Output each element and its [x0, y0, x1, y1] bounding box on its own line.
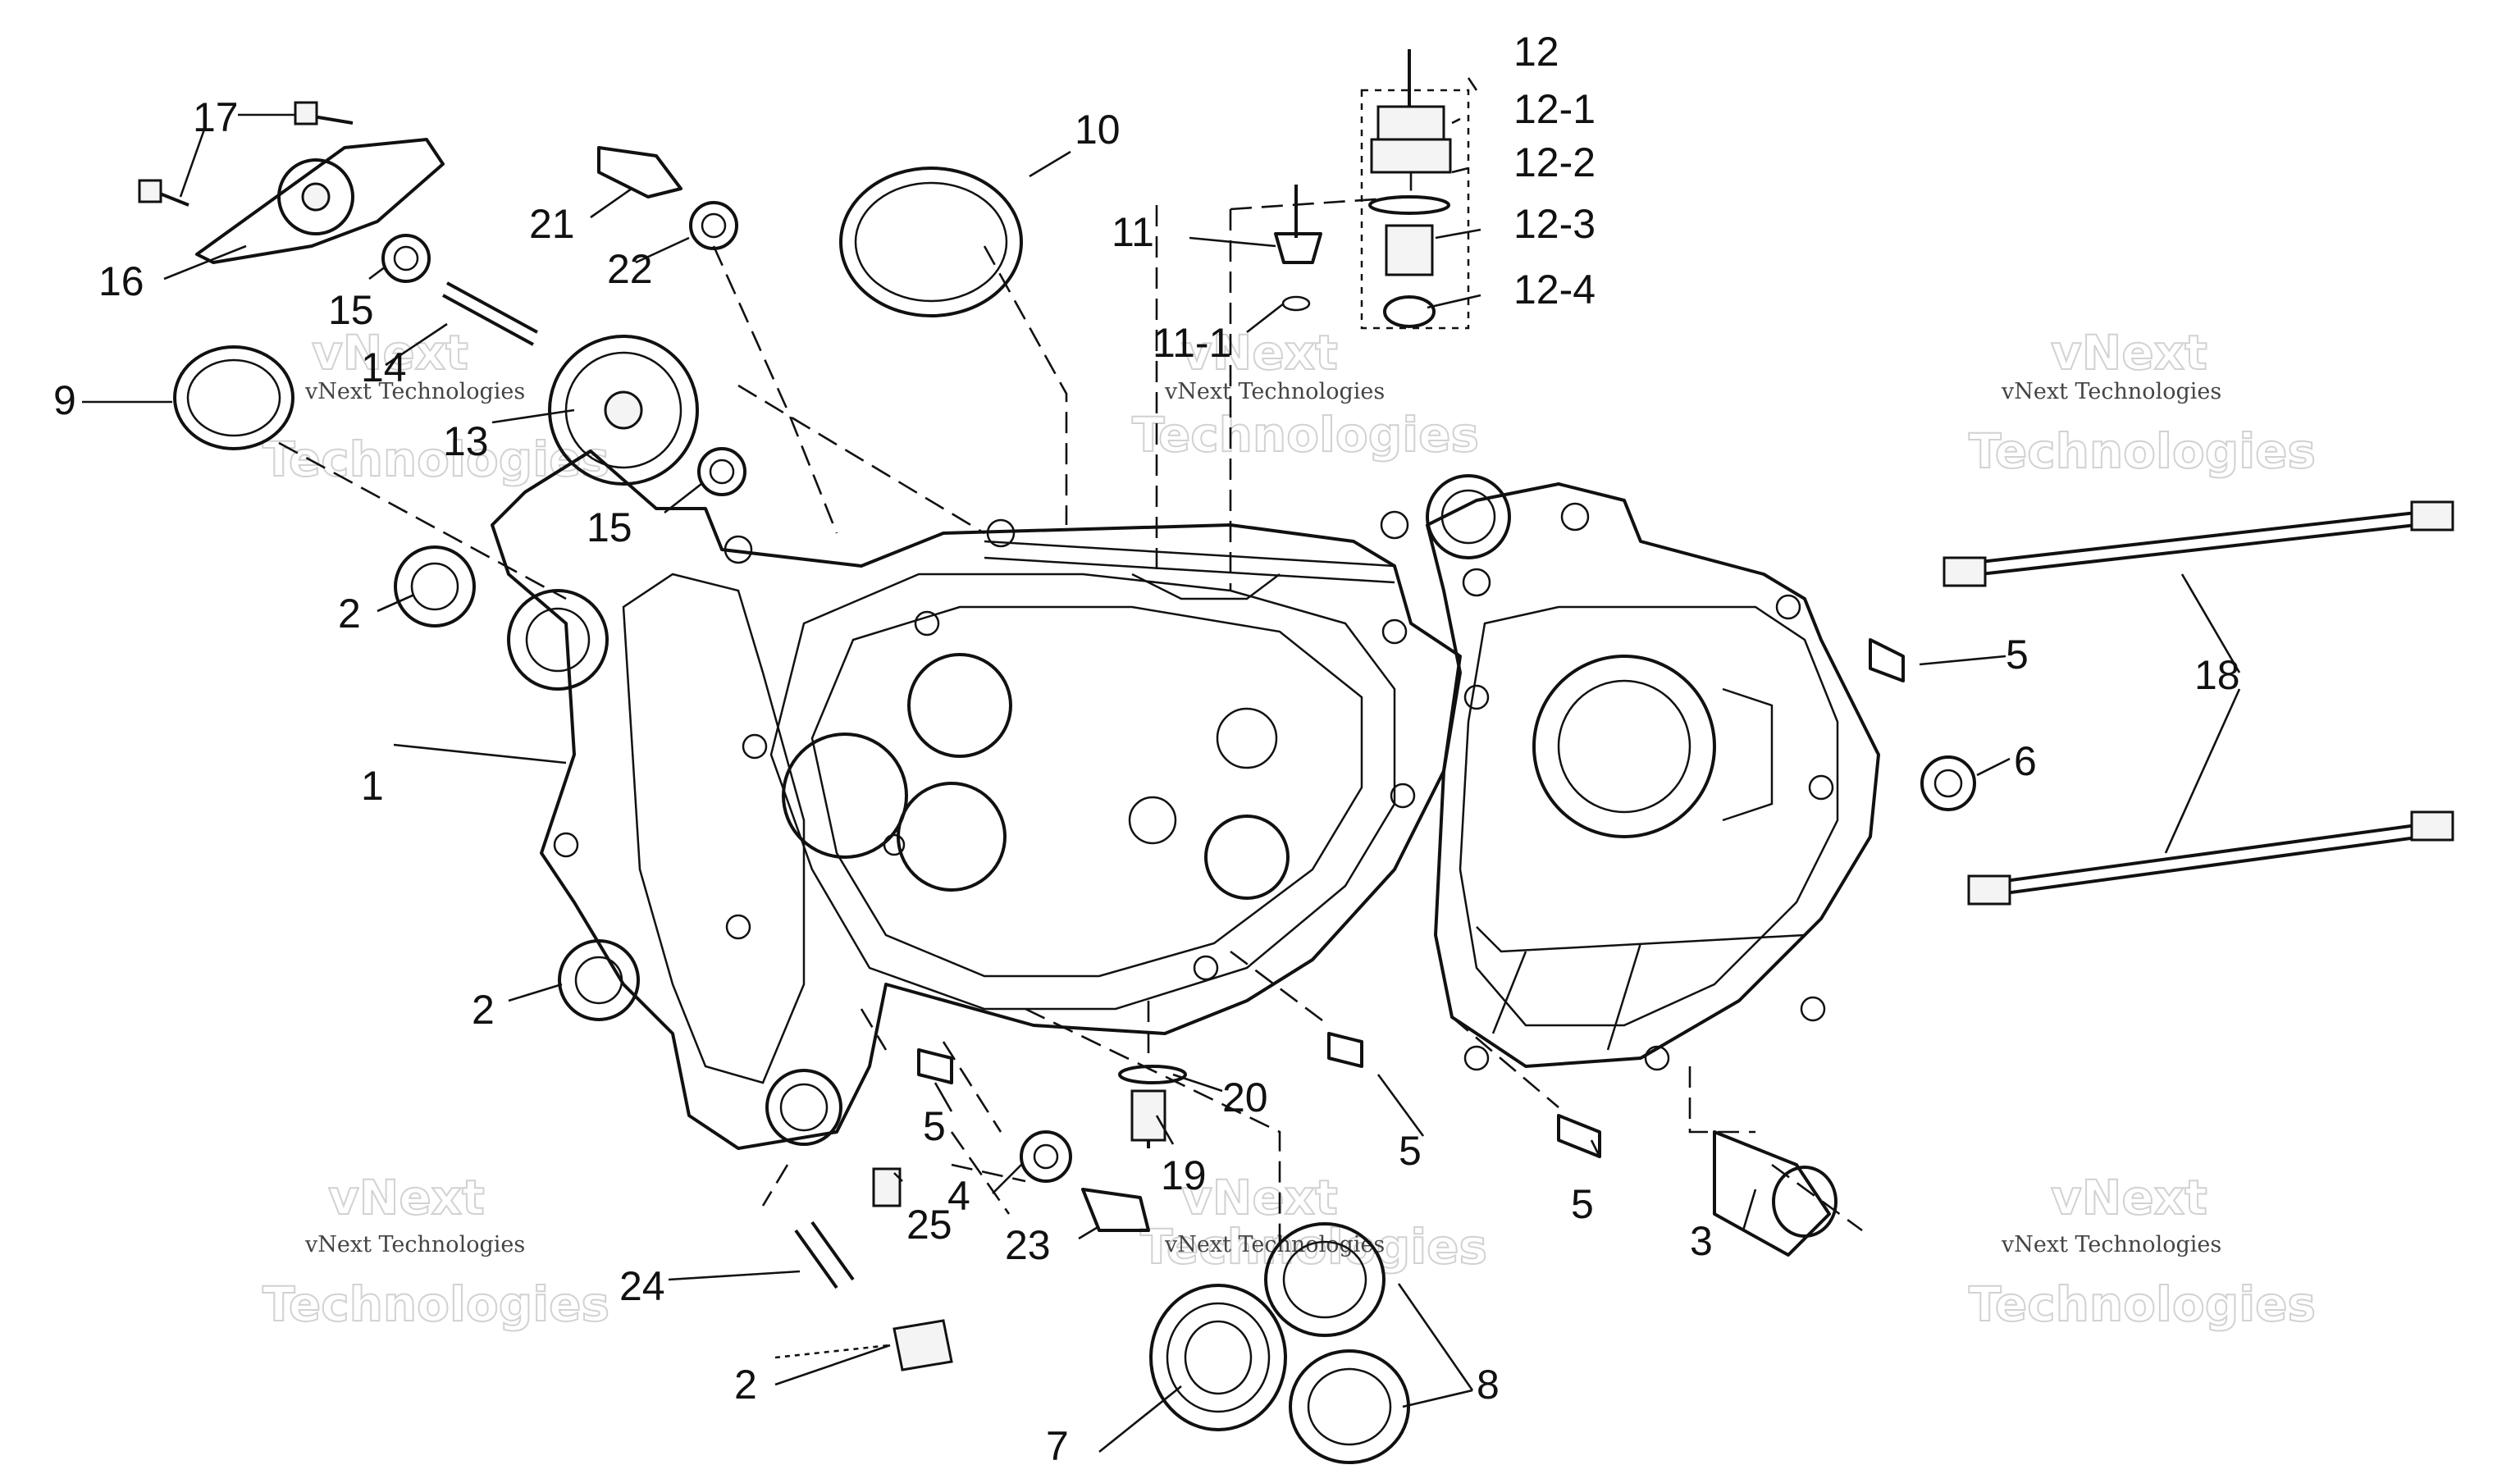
callout-24: 24 — [619, 1263, 665, 1309]
callout-3: 3 — [1690, 1218, 1713, 1264]
seal-2-mid — [558, 939, 640, 1021]
callout-25: 25 — [906, 1202, 952, 1248]
gasket-20 — [1118, 1065, 1187, 1084]
svg-text:vNext: vNext — [2051, 1170, 2207, 1225]
svg-text:vNext: vNext — [312, 325, 468, 381]
watermark-top-center: vNext Technologies vNext Technologies — [1131, 324, 1480, 463]
svg-text:Technologies: Technologies — [1140, 1219, 1487, 1275]
callout-2-bottom: 2 — [734, 1362, 757, 1408]
callout-7: 7 — [1046, 1423, 1069, 1469]
pin-5a — [1869, 638, 1905, 682]
shaft-14 — [442, 281, 538, 346]
callout-6: 6 — [2014, 738, 2037, 784]
callout-21: 21 — [529, 201, 575, 247]
seal-8b — [1289, 1349, 1410, 1464]
sensor-23 — [1081, 1188, 1150, 1232]
pin-5d — [1557, 1114, 1601, 1158]
callout-14: 14 — [361, 345, 407, 390]
callout-8: 8 — [1477, 1362, 1500, 1408]
callout-17: 17 — [193, 94, 239, 140]
callout-13: 13 — [443, 418, 489, 464]
svg-text:vNext: vNext — [328, 1170, 485, 1225]
svg-text:vNext Technologies: vNext Technologies — [1164, 379, 1385, 404]
washer-22 — [689, 201, 738, 250]
seal-2-top — [394, 545, 476, 627]
callout-10: 10 — [1075, 107, 1121, 153]
bracket-16 — [195, 138, 445, 264]
pin-5b — [917, 1048, 953, 1084]
washer-15b — [697, 447, 746, 496]
callout-5-left: 5 — [923, 1103, 946, 1149]
callout-15-top: 15 — [328, 287, 374, 333]
washer-15a — [381, 234, 431, 283]
svg-text:vNext Technologies: vNext Technologies — [304, 379, 525, 404]
stud-bolt-18-upper — [1942, 500, 2454, 587]
callout-12-4: 12-4 — [1513, 267, 1596, 313]
callout-19: 19 — [1161, 1152, 1207, 1198]
svg-text:vNext Technologies: vNext Technologies — [2001, 379, 2221, 404]
callout-2-top: 2 — [338, 591, 361, 637]
svg-text:vNext Technologies: vNext Technologies — [2001, 1232, 2221, 1257]
leader-lines — [82, 77, 2241, 1453]
sensor-21 — [597, 146, 682, 199]
callout-12-1: 12-1 — [1513, 86, 1596, 132]
callout-11-1: 11-1 — [1153, 320, 1231, 366]
watermark-bottom-right: vNext Technologies vNext Technologies — [1968, 1169, 2317, 1333]
svg-text:vNext Technologies: vNext Technologies — [304, 1232, 525, 1257]
plug-2-bottom — [892, 1319, 953, 1371]
washer-4 — [1020, 1130, 1072, 1183]
callout-16: 16 — [98, 258, 144, 304]
callout-2-mid: 2 — [472, 987, 495, 1033]
callout-23: 23 — [1005, 1222, 1051, 1268]
callout-22: 22 — [607, 246, 653, 292]
callout-5-lower: 5 — [1571, 1181, 1594, 1227]
plug-12-assembly — [1360, 49, 1470, 330]
callout-4: 4 — [947, 1173, 970, 1219]
svg-text:Technologies: Technologies — [262, 431, 609, 487]
svg-text:Technologies: Technologies — [1969, 423, 2316, 479]
seal-8a — [1264, 1222, 1386, 1337]
svg-text:Technologies: Technologies — [1132, 407, 1479, 463]
oil-seal-9 — [173, 345, 294, 450]
callout-18: 18 — [2194, 652, 2240, 698]
callout-15-mid: 15 — [587, 504, 632, 550]
svg-text:Technologies: Technologies — [262, 1276, 609, 1332]
callout-12: 12 — [1513, 29, 1559, 75]
watermark-bottom-center: vNext Technologies vNext Technologies — [1139, 1169, 1488, 1275]
callout-12-3: 12-3 — [1513, 201, 1596, 247]
svg-text:vNext: vNext — [1181, 1170, 1338, 1225]
callout-1: 1 — [361, 763, 384, 809]
svg-text:Technologies: Technologies — [1969, 1276, 2316, 1332]
right-crankcase — [1380, 474, 1880, 1071]
stud-24 — [794, 1221, 855, 1289]
callout-12-2: 12-2 — [1513, 139, 1596, 185]
callout-labels: 1 2 2 2 3 4 5 5 5 5 6 7 8 9 10 11 11-1 1… — [53, 29, 2240, 1469]
nut-6 — [1920, 755, 1976, 811]
callout-5-center: 5 — [1399, 1128, 1422, 1174]
callout-5-right: 5 — [2006, 632, 2029, 678]
watermark-top-right: vNext Technologies vNext Technologies — [1968, 324, 2317, 480]
bolt-19 — [1130, 1089, 1166, 1148]
callout-11: 11 — [1112, 209, 1154, 255]
cap-3 — [1713, 1130, 1838, 1257]
pin-5c — [1327, 1032, 1363, 1068]
left-crankcase — [491, 450, 1462, 1150]
seal-7 — [1149, 1284, 1287, 1431]
watermark-top-left: vNext Technologies vNext Technologies — [262, 324, 610, 488]
gear-13 — [548, 335, 699, 486]
stud-bolt-18-lower — [1967, 810, 2454, 906]
callout-20: 20 — [1222, 1075, 1268, 1120]
assembly-lines — [278, 164, 1863, 1255]
callout-9: 9 — [53, 377, 76, 423]
svg-text:vNext: vNext — [2051, 325, 2207, 381]
oil-seal-10 — [839, 167, 1023, 317]
svg-text:vNext: vNext — [1181, 325, 1338, 381]
svg-text:vNext Technologies: vNext Technologies — [1164, 1232, 1385, 1257]
watermark-bottom-left: vNext Technologies vNext Technologies — [262, 1169, 610, 1333]
bolt-17 — [138, 101, 354, 207]
